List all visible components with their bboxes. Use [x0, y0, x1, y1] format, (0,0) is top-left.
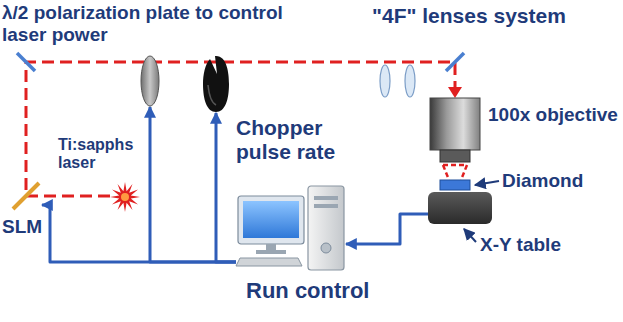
component-label: λ/2 polarization plate to control laser …	[2, 2, 302, 46]
component-label: X-Y table	[480, 234, 561, 256]
drive-slot	[314, 204, 338, 208]
component-label: SLM	[2, 216, 42, 238]
laser-core	[121, 193, 129, 201]
chopper: Chopper pulse rate	[203, 55, 229, 113]
computer-drawing	[236, 186, 346, 272]
keyboard	[236, 258, 302, 266]
lens	[380, 65, 390, 97]
monitor	[238, 196, 304, 244]
focused-beam	[461, 165, 467, 180]
xy-table: X-Y table	[428, 192, 492, 224]
control-line	[42, 205, 236, 262]
control-line	[216, 113, 236, 262]
computer: Run control	[236, 186, 346, 272]
slm-mirror	[13, 183, 39, 209]
beam-arrowhead	[448, 87, 462, 98]
diamond-crystal	[440, 180, 470, 190]
xy-table-drawing	[428, 192, 492, 224]
objective-drawing	[428, 96, 482, 164]
chopper-highlight	[208, 85, 216, 105]
slm-drawing	[12, 182, 42, 212]
laser-source-drawing	[110, 182, 140, 212]
leader-arrow	[475, 181, 499, 185]
drive-slot	[314, 196, 338, 200]
chopper-wheel	[203, 56, 229, 112]
mirror	[446, 53, 464, 71]
objective-body	[430, 98, 480, 150]
diamond-sample: Diamond	[440, 180, 470, 190]
focused-beam	[443, 164, 467, 167]
control-line	[346, 214, 428, 244]
lens-system-drawing	[377, 64, 419, 98]
polarization-plate: λ/2 polarization plate to control laser …	[140, 55, 160, 107]
waveplate	[141, 56, 159, 106]
monitor-base	[256, 250, 286, 254]
control-line	[150, 107, 236, 262]
objective: 100x objective	[428, 96, 482, 164]
power-button	[321, 243, 331, 253]
objective-nose	[440, 150, 470, 162]
polarization-plate-drawing	[140, 55, 160, 107]
chopper-drawing	[203, 55, 229, 113]
component-label: "4F" lenses system	[372, 4, 566, 28]
mirror	[17, 53, 35, 71]
component-label: 100x objective	[488, 104, 618, 126]
component-label: Chopper pulse rate	[236, 116, 366, 164]
lens-system: "4F" lenses system	[377, 64, 419, 98]
tower	[308, 186, 344, 270]
component-label: Diamond	[502, 170, 583, 192]
lens	[405, 65, 415, 97]
stage-block	[428, 192, 492, 224]
laser-beam	[26, 62, 455, 196]
laser-source: Ti:sapphs laser	[110, 182, 140, 212]
monitor-stand	[266, 244, 276, 251]
leader-arrow	[464, 229, 476, 242]
slm: SLM	[12, 182, 42, 212]
component-label: Run control	[246, 278, 369, 303]
screen	[243, 201, 299, 238]
focused-beam	[443, 165, 449, 180]
component-label: Ti:sapphs laser	[58, 136, 140, 173]
diamond-sample-drawing	[440, 180, 470, 190]
laser-burst	[110, 182, 140, 212]
